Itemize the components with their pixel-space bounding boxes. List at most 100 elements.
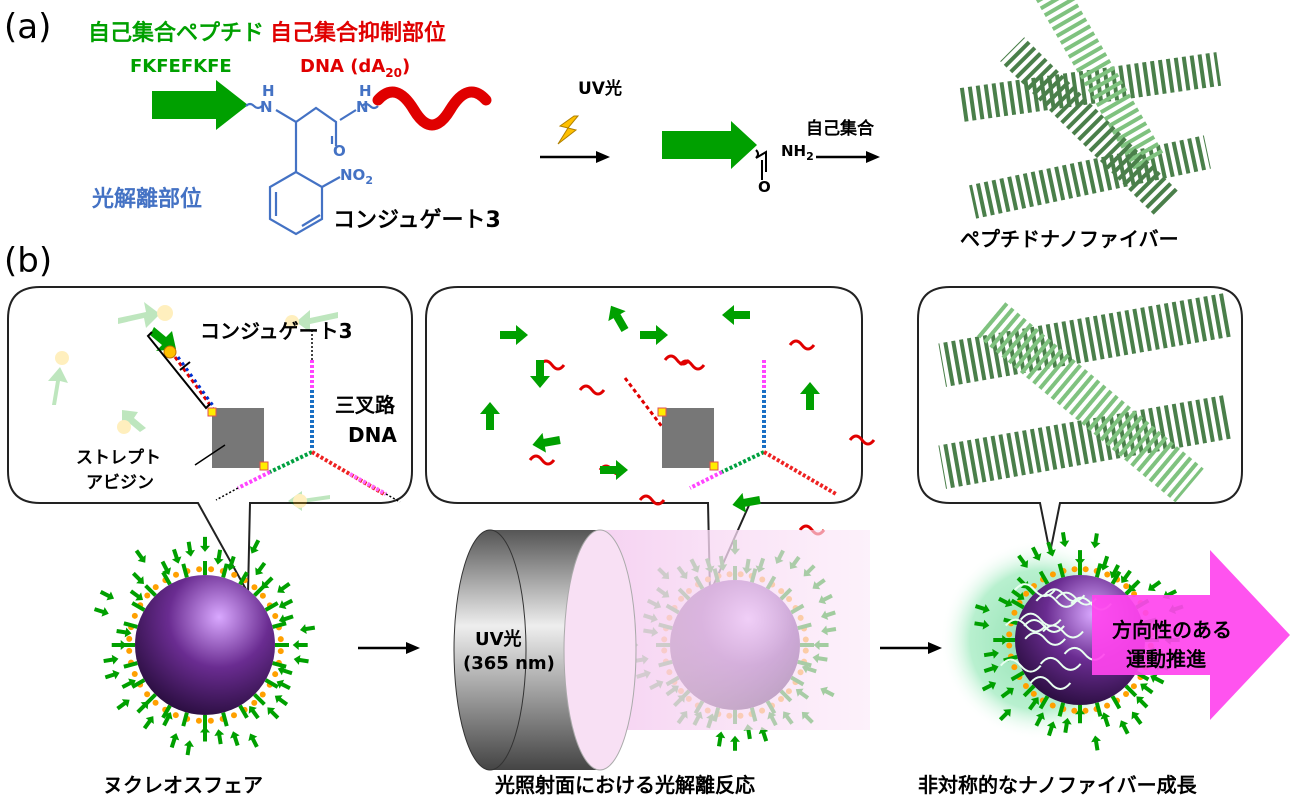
o-atom: O [758,178,771,196]
assembly-arrow-head [866,151,880,163]
uv-wavelength: (365 nm) [463,653,555,674]
released-peptide-arrow [732,492,761,513]
released-peptide-arrow [480,402,500,430]
bead [131,612,138,619]
peptide-arrow-icon [136,701,149,714]
caption-photocleavage: 光照射面における光解離反応 [494,773,755,797]
bead [259,592,266,599]
peptide-arrow-icon [998,596,1013,608]
bead [126,635,133,642]
bead [1104,571,1111,578]
surface-peptide [131,678,146,689]
surface-peptide [264,678,279,689]
chemical-structure [245,102,379,236]
peptide-arrow-icon [1120,569,1132,584]
peptide-arrow-icon [1034,712,1045,727]
released-peptide-arrow [532,432,561,453]
surface-peptide [144,693,157,706]
surface-peptide [1022,582,1036,596]
peptide-arrow-small [150,327,176,351]
peptide-arrow-icon [1090,533,1101,549]
surface-peptide [1038,695,1050,710]
peptide-arrow-icon [274,695,289,707]
peptide-arrow-icon [214,729,225,745]
nanofiber-image [958,0,1222,219]
surface-peptide [1010,670,1025,682]
motion-label-2: 運動推進 [1126,647,1206,671]
nanofiber-strand [999,658,1042,673]
bead [1123,583,1130,590]
bead [1049,702,1056,709]
peptide-arrow-icon [131,571,144,584]
dna-strand [372,86,492,131]
surface-peptide [123,621,138,629]
peptide-arrow-icon [200,536,210,552]
peptide-arrow-icon [1000,687,1014,699]
nanofiber-strand [1019,612,1062,627]
peptide-arrow-icon [200,726,210,742]
peptide-title: 自己集合ペプチド [88,20,264,46]
bracket [146,331,211,410]
nanofiber-strand [1055,591,1097,606]
peptide-arrow [152,80,248,130]
peptide-arrow-icon [103,654,119,665]
peptide-arrow-icon [248,733,259,748]
nanofiber-strand [1023,618,1065,633]
released-peptide-arrow [500,325,528,345]
peptide-arrow-icon [93,607,109,617]
surface-peptide [1057,702,1066,717]
threeway-dna-label: DNA [348,423,397,447]
peptide-arrow-icon [104,669,120,680]
bead [231,571,238,578]
peptide-arrow-icon [1148,580,1162,592]
peptide-arrow-icon [1017,554,1029,568]
released-dna [788,339,816,351]
nanofiber-strand [1035,593,1078,608]
peptide-arrow-icon [213,549,224,565]
peptide-arrow-icon [993,635,1009,645]
surface-peptide [272,621,287,629]
n-atom: N [356,98,369,116]
peptide-sequence: FKFEFKFE [130,56,232,77]
peptide-arrow-icon [276,679,291,691]
streptavidin-label: ストレプト [76,447,161,468]
peptide-arrow-icon [1119,720,1130,735]
uv-lamp-label: UV光 [475,628,522,650]
dsdna [176,356,216,408]
released-peptide-arrow [800,382,820,410]
peptide-arrow-icon [1046,721,1057,737]
faded-conjugates [48,302,338,511]
nanofiber-strand [1024,631,1066,646]
peptide-arrow-icon [983,663,999,674]
o-atom: O [333,142,346,160]
released-peptide-arrow [722,305,750,325]
peptide-arrow-icon [277,665,293,676]
panel-a-label: (a) [4,7,51,47]
peptide-arrow-icon [1061,717,1072,733]
surface-peptide [272,661,287,669]
peptide-arrow-icon [278,598,294,610]
peptide-arrow-icon [715,731,726,747]
released-fragments [480,305,876,536]
peptide-arrow-icon [1011,589,1025,601]
peptide-arrow-icon [278,614,294,624]
assembly-label: 自己集合 [806,118,875,139]
peptide-arrow-icon [998,709,1011,722]
surface-peptide [1038,570,1050,585]
bead [251,699,258,706]
peptide-arrow-icon [292,640,308,650]
peptide-arrow-icon [1136,696,1149,709]
three-way-junction [689,360,838,496]
bead [207,717,214,724]
peptide-arrow-icon [261,576,274,589]
surface-peptide [221,712,229,727]
bead [230,712,237,719]
nucleosphere [93,536,316,756]
peptide-arrow-icon [185,541,195,557]
surface-peptide [253,584,266,597]
peptide-arrow-icon [99,590,115,601]
leader-line [194,444,226,466]
biotin [207,407,217,417]
surface-peptide [221,563,229,578]
surface-peptide [1124,684,1138,698]
